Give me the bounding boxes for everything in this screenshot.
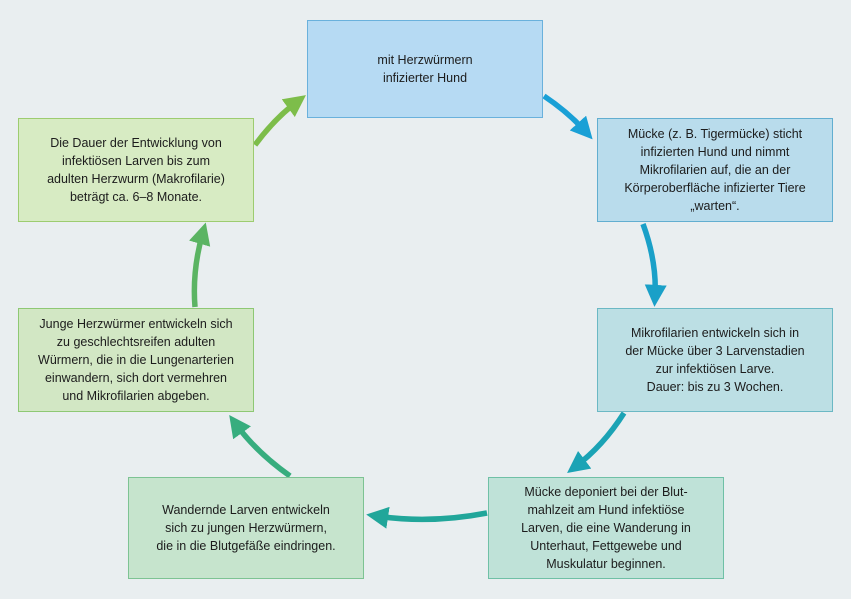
arrow-young-worms-to-duration xyxy=(189,222,211,308)
box-text-line: der Mücke über 3 Larvenstadien xyxy=(625,344,805,358)
box-text-line: infizierten Hund und nimmt xyxy=(640,145,790,159)
box-deposit-larvae: Mücke deponiert bei der Blut- mahlzeit a… xyxy=(488,477,724,579)
box-text-line: infektiösen Larven bis zum xyxy=(62,154,210,168)
box-text-line: Körperoberfläche infizierter Tiere xyxy=(624,181,806,195)
box-text-line: Würmern, die in die Lungenarterien xyxy=(38,353,234,367)
box-text-line: sich zu jungen Herzwürmern, xyxy=(165,521,327,535)
box-text-line: Larven, die eine Wanderung in xyxy=(521,521,691,535)
box-text-line: Mikrofilarien entwickeln sich in xyxy=(630,326,800,340)
box-text-line: und Mikrofilarien abgeben. xyxy=(62,389,210,403)
box-text-line: Mücke (z. B. Tigermücke) sticht xyxy=(627,127,803,141)
box-text-line: mahlzeit am Hund infektiöse xyxy=(527,503,685,517)
box-text-line: Junge Herzwürmer entwickeln sich xyxy=(39,317,233,331)
box-text-line: zur infektiösen Larve. xyxy=(655,362,775,376)
arrow-dog-to-mosquito xyxy=(542,93,593,140)
box-text-line: Wandernde Larven entwickeln xyxy=(162,503,330,517)
box-migrating-larvae: Wandernde Larven entwickeln sich zu jung… xyxy=(128,477,364,579)
box-text-line: mit Herzwürmern xyxy=(377,53,473,67)
arrow-migrating-larvae-to-young-worms xyxy=(229,414,292,479)
arrow-larval-development-to-deposit xyxy=(567,411,627,473)
box-mosquito-bite: Mücke (z. B. Tigermücke) sticht infizier… xyxy=(597,118,833,222)
box-text-line: Dauer: bis zu 3 Wochen. xyxy=(646,380,784,394)
box-text-line: Mikrofilarien auf, die an der xyxy=(639,163,791,177)
box-text-line: infizierter Hund xyxy=(382,71,468,85)
box-text-line: Die Dauer der Entwicklung von xyxy=(50,136,222,150)
box-text-line: Muskulatur beginnen. xyxy=(546,557,666,571)
box-text-line: die in die Blutgefäße eindringen. xyxy=(156,539,336,553)
box-text-line: beträgt ca. 6–8 Monate. xyxy=(69,190,203,204)
box-young-worms: Junge Herzwürmer entwickeln sich zu gesc… xyxy=(18,308,254,412)
box-text-line: einwandern, sich dort vermehren xyxy=(44,371,228,385)
box-text-line: zu geschlechtsreifen adulten xyxy=(56,335,216,349)
box-text-line: Mücke deponiert bei der Blut- xyxy=(524,485,688,499)
box-larval-development: Mikrofilarien entwickeln sich in der Müc… xyxy=(597,308,833,412)
box-text-line: adulten Herzwurm (Makrofilarie) xyxy=(47,172,225,186)
arrow-mosquito-to-larval-development xyxy=(640,223,667,307)
box-infected-dog: mit Herzwürmern infizierter Hund xyxy=(307,20,543,118)
box-development-duration: Die Dauer der Entwicklung von infektiöse… xyxy=(18,118,254,222)
arrow-deposit-to-migrating-larvae xyxy=(366,506,488,529)
box-text-line: „warten“. xyxy=(690,199,740,213)
arrow-duration-to-dog xyxy=(252,95,306,147)
box-text-line: Unterhaut, Fettgewebe und xyxy=(530,539,682,553)
